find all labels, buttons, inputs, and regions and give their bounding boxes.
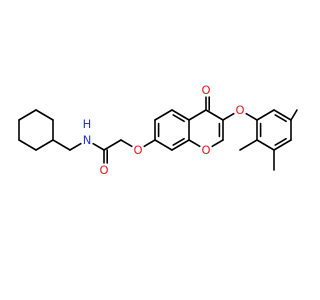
bond2-t3-t4 [274, 137, 287, 146]
bond-b5-b6 [35, 109, 54, 121]
atom-label-o_ether2: O [233, 103, 247, 117]
bond-a4-c4 [188, 109, 207, 121]
bond-c4-c3 [205, 109, 224, 121]
atom-symbol: H [83, 117, 92, 131]
atom-label-background [80, 133, 94, 147]
bond-t6-t1 [256, 109, 275, 121]
bond-b1-ch2a [52, 139, 71, 151]
bond-a5-a6 [171, 139, 190, 151]
atom-symbol: O [201, 83, 210, 97]
bond-t3-t4 [273, 139, 292, 151]
bond2-t5-t6 [274, 114, 287, 123]
atom-label-n1: N [80, 133, 94, 147]
atom-label-background [199, 83, 213, 97]
atom-symbol: N [83, 133, 92, 147]
atom-label-background [80, 117, 94, 131]
atom-label-background [97, 163, 111, 177]
bond-b1-b2 [35, 139, 54, 151]
atom-label-h1: H [80, 117, 94, 131]
bond-b4-b5 [18, 109, 37, 121]
atom-label-o_ring: O [199, 143, 213, 157]
atom-label-o_ketone: O [199, 83, 213, 97]
bond-O_ether1-a1 [143, 139, 156, 148]
atom-label-o_ether1: O [131, 143, 145, 157]
atom-symbol: O [235, 103, 244, 117]
bond-a2-a3 [154, 109, 173, 121]
bond-a3-a4 [171, 109, 190, 121]
bonds [18, 96, 298, 171]
atom-label-background [199, 143, 213, 157]
atom-label-background [131, 143, 145, 157]
atom-labels: NH O O O O O [80, 83, 247, 177]
atom-symbol: O [133, 143, 142, 157]
bond-t2-m2 [239, 139, 258, 151]
bond-t5-m5 [290, 109, 298, 121]
atom-symbol: O [99, 163, 108, 177]
bond-N1-c_am [92, 142, 105, 151]
bond-c3-O_ether2 [222, 112, 235, 121]
bond-ch2b-O_ether1 [120, 139, 133, 148]
atom-symbol: O [201, 143, 210, 157]
bond2-a3-a4 [172, 114, 185, 123]
atom-label-background [233, 103, 247, 117]
bond-a6-a1 [154, 139, 173, 151]
bond-O_ether2-t1 [245, 112, 258, 121]
bond2-a5-a6 [172, 137, 185, 146]
chemical-structure-diagram: NH O O O O O [18, 83, 298, 177]
atom-label-o_amide: O [97, 163, 111, 177]
bond-t5-t6 [273, 109, 292, 121]
bond-t2-t3 [256, 139, 275, 151]
bond-O_ring-a5 [188, 139, 201, 148]
bond-b2-b3 [18, 139, 37, 151]
bond-c2-O_ring [211, 139, 224, 148]
bond-ch2a-N1 [69, 142, 82, 151]
bond-c_am-ch2b [103, 139, 122, 151]
